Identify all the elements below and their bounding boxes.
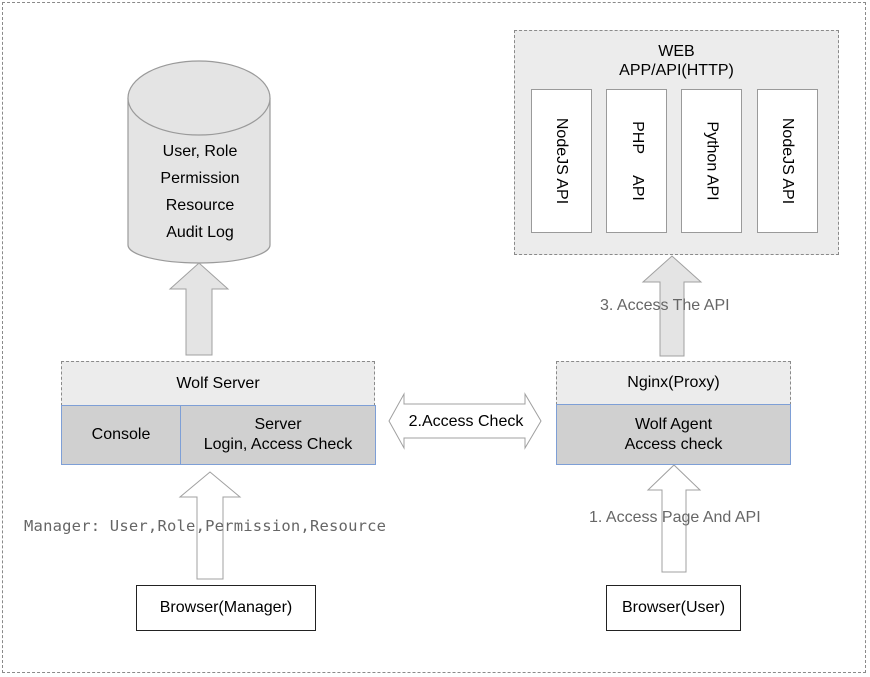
db-line-permission: Permission	[160, 170, 240, 187]
server-label: Server	[254, 416, 302, 433]
access-api-label: 3. Access The API	[600, 297, 730, 314]
browser-user: Browser(User)	[606, 585, 741, 631]
api-box-nodejs-2: NodeJS API	[757, 89, 818, 233]
access-check-label: 2.Access Check	[408, 413, 524, 430]
double-arrow-access-check	[388, 392, 542, 450]
browser-manager: Browser(Manager)	[136, 585, 316, 631]
wolf-server-title: Wolf Server	[61, 361, 375, 406]
database-label: User, Role Permission Resource Audit Log	[130, 138, 270, 246]
api-label: NodeJS API	[779, 117, 797, 205]
server-login-label: Login, Access Check	[203, 436, 353, 453]
api-label: Python API	[703, 121, 721, 201]
api-box-python: Python API	[681, 89, 742, 233]
db-line-resource: Resource	[165, 197, 235, 214]
db-line-users-roles: User, Role	[162, 143, 238, 160]
web-title-line2: APP/API(HTTP)	[619, 62, 734, 79]
wolf-agent: Wolf Agent Access check	[556, 404, 791, 465]
api-label: PHP API	[628, 121, 646, 201]
manager-label: Manager: User,Role,Permission,Resource	[24, 517, 387, 535]
web-title-line1: WEB	[658, 43, 695, 60]
nginx-proxy: Nginx(Proxy)	[556, 361, 791, 405]
api-box-nodejs-1: NodeJS API	[531, 89, 592, 233]
access-page-label: 1. Access Page And API	[589, 509, 761, 526]
db-line-audit-log: Audit Log	[166, 224, 234, 241]
wolf-agent-label: Wolf Agent	[634, 415, 713, 433]
arrow-up-manager-to-server	[178, 471, 242, 580]
api-box-php: PHP API	[606, 89, 667, 233]
wolf-agent-access-label: Access check	[624, 435, 723, 453]
arrow-up-server-to-db	[168, 262, 230, 356]
api-label: NodeJS API	[553, 117, 571, 205]
arrow-up-user-to-nginx	[646, 464, 702, 573]
database-cylinder	[127, 60, 271, 264]
wolf-server-server: Server Login, Access Check	[180, 405, 376, 465]
web-title: WEB APP/API(HTTP)	[514, 42, 839, 80]
arrow-up-nginx-to-web	[641, 255, 703, 357]
wolf-server-console: Console	[61, 405, 181, 465]
